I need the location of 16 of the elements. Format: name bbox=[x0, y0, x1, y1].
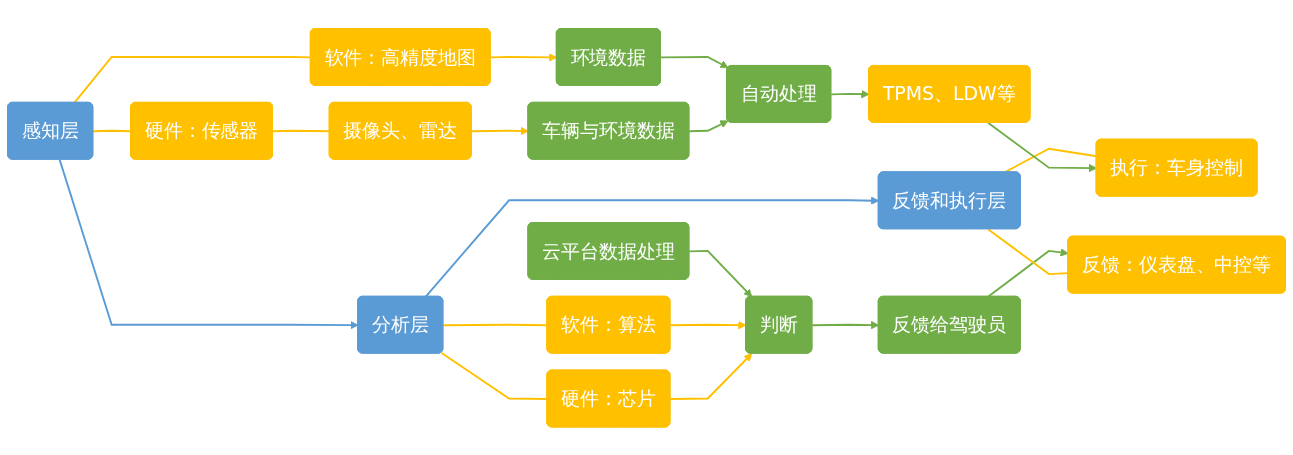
connector bbox=[73, 55, 312, 104]
arrow bbox=[659, 55, 729, 68]
connector bbox=[92, 129, 132, 132]
arrow bbox=[688, 120, 729, 132]
arrow bbox=[987, 121, 1098, 172]
arrow bbox=[470, 126, 529, 135]
arrow bbox=[489, 52, 558, 62]
arrow bbox=[811, 320, 880, 329]
arrow bbox=[424, 196, 880, 298]
arrow bbox=[987, 248, 1069, 298]
arrow bbox=[58, 158, 359, 330]
arrow bbox=[669, 352, 753, 400]
arrow bbox=[830, 89, 870, 99]
connector bbox=[272, 129, 331, 132]
arrow bbox=[669, 320, 747, 329]
arrow bbox=[688, 249, 753, 297]
